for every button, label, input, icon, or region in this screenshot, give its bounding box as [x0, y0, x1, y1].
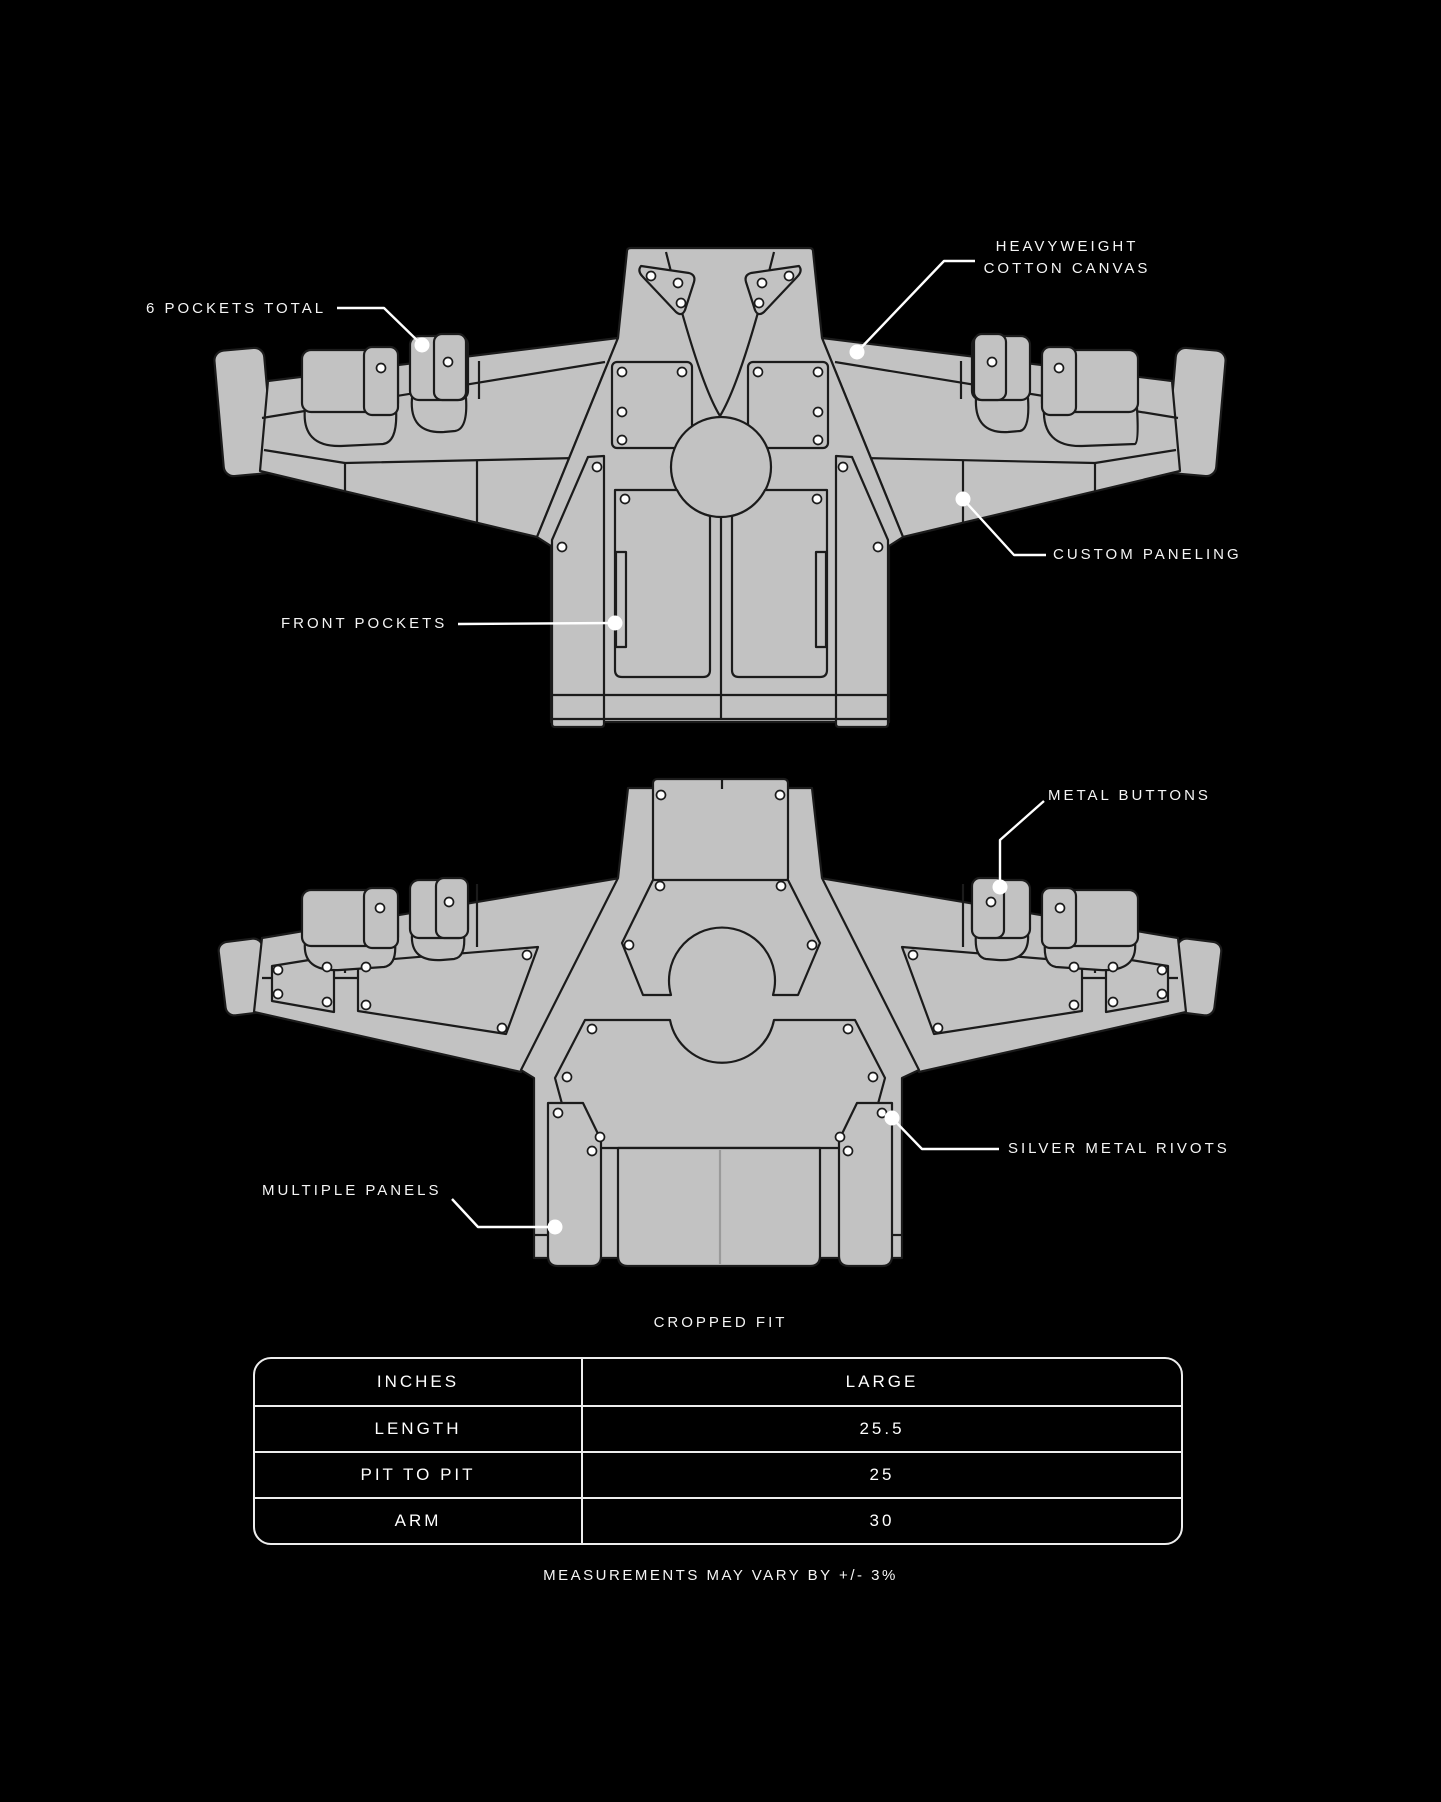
label-heavyweight-line1: HEAVYWEIGHT	[995, 238, 1139, 255]
size-table-row-label: ARM	[255, 1497, 581, 1543]
callout-dot-silver-rivots	[884, 1110, 900, 1126]
label-multiple-panels: MULTIPLE PANELS	[262, 1182, 442, 1199]
measurement-disclaimer: MEASUREMENTS MAY VARY BY +/- 3%	[543, 1567, 898, 1584]
callout-line-silver-rivots	[891, 1117, 999, 1151]
callout-line-custom-paneling	[962, 498, 1046, 557]
callout-line-multiple-panels	[451, 1198, 553, 1229]
callout-line-heavyweight	[856, 259, 975, 353]
size-table-row-label: PIT TO PIT	[255, 1451, 581, 1497]
label-heavyweight-line2: COTTON CANVAS	[983, 260, 1151, 277]
callout-dot-front-pockets	[607, 615, 623, 631]
size-table-size-header: LARGE	[581, 1359, 1181, 1405]
label-heavyweight-cotton-canvas: HEAVYWEIGHT COTTON CANVAS	[978, 236, 1156, 280]
back-right-sleeve-panel-large	[900, 945, 1084, 1036]
callout-line-pockets-total	[337, 306, 423, 346]
fit-caption: CROPPED FIT	[653, 1314, 788, 1331]
callout-line-front-pockets	[457, 621, 616, 626]
front-left-shoulder-pockets	[300, 332, 470, 448]
front-right-shoulder-pockets	[970, 332, 1140, 448]
front-pocket-right	[730, 488, 829, 679]
callout-lines	[337, 259, 1046, 1229]
callout-dot-multiple-panels	[547, 1219, 563, 1235]
chest-panel-left	[610, 360, 694, 450]
back-yoke-panel	[651, 777, 790, 884]
label-silver-metal-rivots: SILVER METAL RIVOTS	[1008, 1140, 1230, 1157]
front-left-side-panel	[550, 454, 606, 729]
size-table-row-label: LENGTH	[255, 1405, 581, 1451]
back-left-sleeve-panel-large	[356, 945, 540, 1036]
jacket-front-illustration	[213, 246, 1227, 729]
size-table-row-value: 30	[581, 1497, 1181, 1543]
front-pocket-left-slot	[614, 550, 628, 649]
front-rivets	[375, 270, 1065, 553]
callout-dot-custom-paneling	[955, 491, 971, 507]
back-rivets	[272, 789, 1168, 1157]
callout-dot-pockets-total	[414, 337, 430, 353]
size-table: INCHES LARGE LENGTH 25.5 PIT TO PIT 25 A…	[253, 1357, 1183, 1545]
chest-panel-right	[746, 360, 830, 450]
front-pocket-left	[613, 488, 712, 679]
jacket-back-illustration	[217, 777, 1223, 1268]
callout-dot-heavyweight	[849, 344, 865, 360]
back-left-flap	[546, 1101, 603, 1268]
size-table-unit-header: INCHES	[376, 1372, 460, 1391]
back-left-shoulder-pockets	[300, 876, 470, 972]
label-custom-paneling: CUSTOM PANELING	[1053, 546, 1242, 563]
back-center-panel	[620, 878, 822, 997]
size-table-row-value: 25	[581, 1451, 1181, 1497]
back-hexagon-panel	[553, 1018, 887, 1150]
callout-dots	[414, 337, 1008, 1235]
callout-dot-metal-buttons	[992, 879, 1008, 895]
label-pockets-total: 6 POCKETS TOTAL	[146, 300, 327, 317]
label-metal-buttons: METAL BUTTONS	[1048, 787, 1211, 804]
callout-line-metal-buttons	[998, 800, 1045, 887]
front-pocket-right-slot	[814, 550, 828, 649]
label-front-pockets: FRONT POCKETS	[281, 615, 448, 632]
back-right-flap	[837, 1101, 894, 1268]
size-table-row-value: 25.5	[581, 1405, 1181, 1451]
front-right-side-panel	[834, 454, 890, 729]
